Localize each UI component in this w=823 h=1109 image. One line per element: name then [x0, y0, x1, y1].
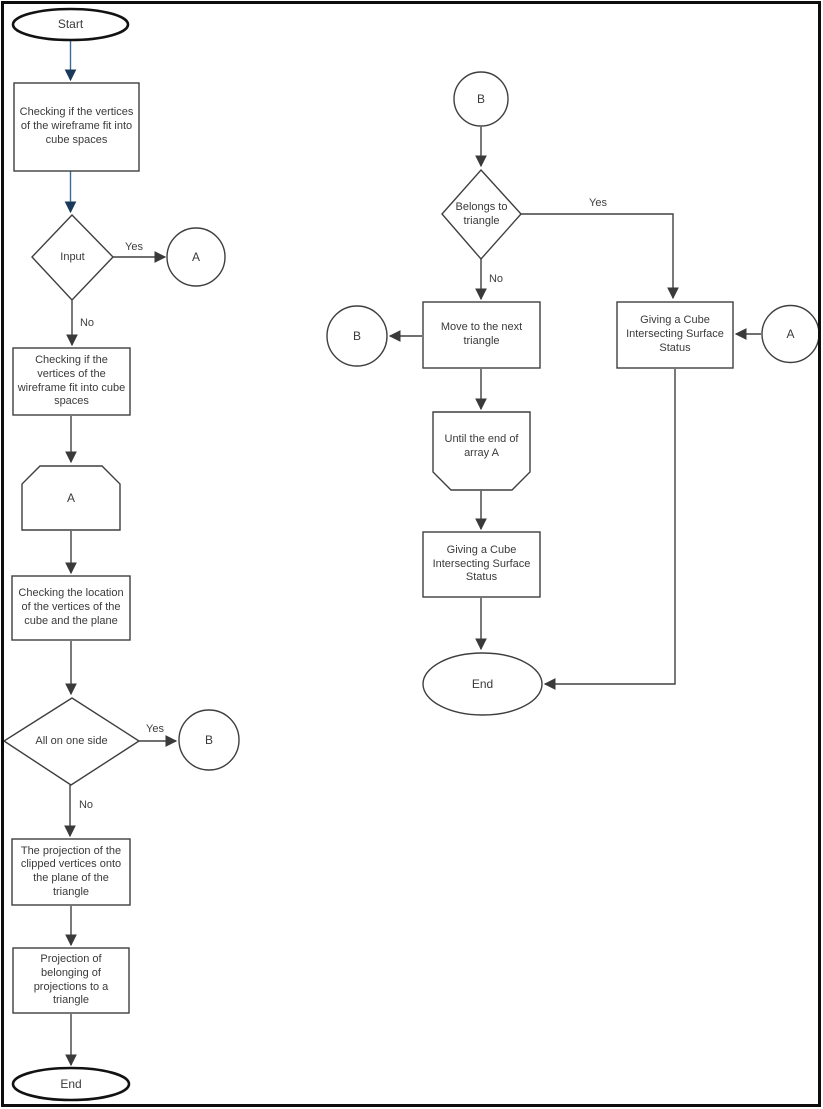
end-right-label: End — [471, 676, 494, 691]
input-decision-label: Input — [60, 250, 85, 263]
all-on-one-side-label: All on one side — [35, 734, 108, 747]
connector-b-top-shape — [453, 71, 509, 127]
move-next-triangle-label: Move to the next triangle — [440, 321, 523, 347]
connector-layer — [64, 41, 761, 1067]
connector-b-top-label: B — [476, 91, 485, 106]
edge-label-input-no: No — [79, 317, 95, 329]
connector-a-left-label: A — [191, 249, 200, 264]
loop-a-label: A — [66, 490, 75, 505]
check-vertices-2-shape — [12, 347, 131, 416]
giving-status-right-label: Giving a Cube Intersecting Surface Statu… — [626, 314, 724, 354]
projection-belonging-shape — [12, 947, 130, 1014]
check-vertices-2-label: Checking if the vertices of the wirefram… — [17, 354, 126, 408]
connector-a-left-shape — [166, 227, 226, 287]
giving-status-center-shape — [422, 531, 541, 598]
until-end-array-a-shape — [432, 411, 531, 491]
check-vertices-1-shape — [13, 82, 140, 172]
end-left-terminator-shape — [11, 1066, 131, 1102]
connector-b-mid-label: B — [352, 328, 361, 343]
input-decision-shape — [31, 213, 114, 302]
edge-giving-right-to-end — [543, 369, 676, 690]
belongs-to-triangle-label: Belongs to triangle — [455, 200, 508, 227]
move-next-triangle-shape — [422, 301, 541, 369]
end-left-label: End — [60, 1076, 82, 1091]
projection-clipped-label: The projection of the clipped vertices o… — [20, 844, 122, 898]
start-label: Start — [57, 17, 84, 31]
edge-label-belongs-no: No — [488, 273, 504, 285]
projection-clipped-shape — [11, 838, 131, 906]
connector-b-mid-shape — [326, 305, 388, 367]
shape-layer — [2, 7, 820, 1102]
connector-a-right-label: A — [786, 327, 795, 341]
loop-a-shape — [21, 465, 121, 531]
check-location-shape — [11, 575, 131, 641]
belongs-to-triangle-decision-shape — [441, 168, 522, 261]
check-location-label: Checking the location of the vertices of… — [18, 587, 124, 627]
edge-label-belongs-yes: Yes — [589, 197, 607, 209]
giving-status-right-shape — [616, 301, 734, 369]
edge-belongs-yes-to-giving-right — [521, 213, 679, 300]
connector-b-left-label: B — [204, 732, 213, 747]
projection-belonging-label: Projection of belonging of projections t… — [33, 953, 109, 1007]
check-vertices-1-label: Checking if the vertices of the wirefram… — [19, 106, 134, 146]
until-end-array-a-label: Until the end of array A — [444, 433, 519, 459]
all-on-one-side-decision-shape — [2, 697, 141, 786]
connector-b-left-shape — [178, 709, 240, 771]
edge-label-all-on-one-side-no: No — [78, 799, 94, 811]
start-terminator-shape — [11, 7, 130, 42]
edge-label-input-yes: Yes — [125, 241, 143, 253]
end-right-terminator-shape — [422, 652, 543, 716]
giving-status-center-label: Giving a Cube Intersecting Surface Statu… — [432, 543, 531, 584]
edge-label-all-on-one-side-yes: Yes — [146, 723, 164, 735]
